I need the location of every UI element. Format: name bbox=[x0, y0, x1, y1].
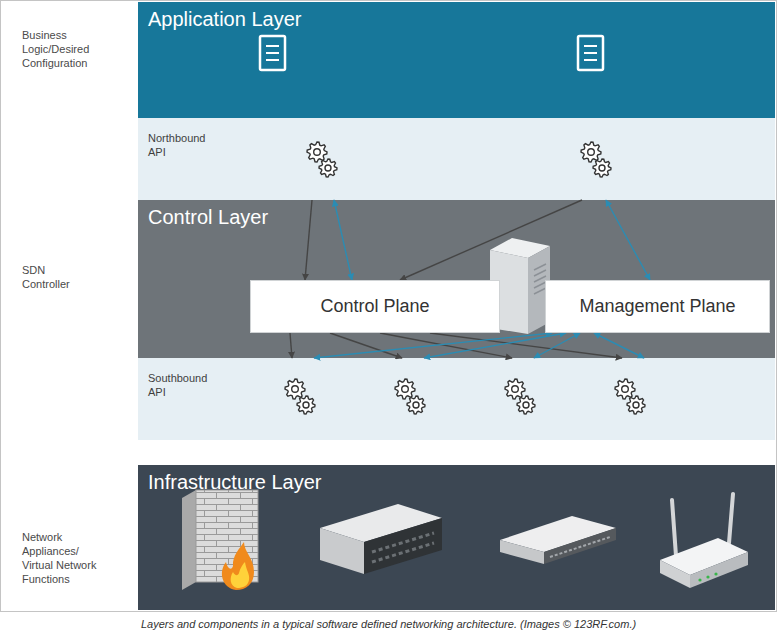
api-connector bbox=[424, 333, 566, 358]
figure-frame bbox=[1, 1, 777, 612]
rack-switch-icon bbox=[364, 518, 442, 574]
wireless-router-icon bbox=[690, 552, 748, 588]
wireless-router-icon bbox=[660, 494, 748, 588]
gear-outline bbox=[627, 396, 645, 414]
flat-switch-icon bbox=[500, 516, 616, 564]
wireless-router-icon bbox=[698, 578, 701, 581]
gear-outline bbox=[297, 396, 315, 414]
document-icon bbox=[266, 46, 279, 60]
gear-outline bbox=[593, 159, 611, 177]
rack-switch-icon bbox=[372, 533, 434, 562]
layer-title: Application Layer bbox=[148, 8, 301, 31]
gear-hub bbox=[325, 165, 331, 171]
gear-hub bbox=[523, 402, 529, 408]
flat-switch-icon bbox=[550, 537, 610, 557]
plane-box: Management Plane bbox=[545, 280, 770, 333]
southbound-band bbox=[138, 358, 775, 440]
plane-title: Management Plane bbox=[579, 296, 735, 317]
layer-side-label: Business Logic/Desired Configuration bbox=[22, 28, 110, 70]
api-band: Northbound API bbox=[138, 118, 775, 200]
wireless-router-icon bbox=[660, 560, 690, 588]
layer-side-label: Network Appliances/ Virtual Network Func… bbox=[22, 530, 110, 586]
gear-outline bbox=[505, 379, 525, 399]
gear-hub bbox=[413, 402, 419, 408]
api-connector bbox=[334, 200, 352, 280]
flat-switch-icon bbox=[500, 540, 544, 564]
rack-switch-icon bbox=[320, 504, 442, 574]
gear-pair bbox=[615, 379, 645, 414]
plane-title: Control Plane bbox=[320, 296, 429, 317]
gear-hub bbox=[402, 386, 409, 393]
gear-hub bbox=[314, 149, 321, 156]
wireless-router-icon bbox=[714, 572, 717, 575]
gear-outline bbox=[319, 159, 337, 177]
api-connector bbox=[330, 333, 402, 358]
gear-outline bbox=[285, 379, 305, 399]
flat-switch-icon bbox=[544, 528, 616, 564]
gear-pair bbox=[285, 379, 315, 414]
firewall-icon bbox=[182, 490, 258, 590]
gear-hub bbox=[588, 149, 595, 156]
document-icon bbox=[260, 36, 285, 70]
api-connector bbox=[290, 333, 292, 358]
gear-outline bbox=[581, 142, 601, 162]
gear-hub bbox=[303, 402, 309, 408]
gear-pair bbox=[505, 379, 535, 414]
gear-pair bbox=[581, 142, 611, 177]
api-connector bbox=[400, 200, 582, 280]
layer-band: Infrastructure Layer bbox=[138, 465, 775, 610]
layer-title: Infrastructure Layer bbox=[148, 471, 321, 494]
gear-hub bbox=[633, 402, 639, 408]
api-band: Southbound API bbox=[138, 358, 775, 440]
gear-hub bbox=[512, 386, 519, 393]
gear-hub bbox=[292, 386, 299, 393]
infrastructure-band bbox=[138, 465, 775, 610]
gear-outline bbox=[407, 396, 425, 414]
gear-hub bbox=[599, 165, 605, 171]
api-connector bbox=[314, 333, 552, 358]
document-icon bbox=[584, 46, 597, 60]
layer-band: Application Layer bbox=[138, 2, 775, 118]
api-connector bbox=[594, 333, 644, 358]
api-connector bbox=[430, 333, 622, 358]
document-icon bbox=[260, 36, 285, 70]
gear-outline bbox=[615, 379, 635, 399]
gear-pair bbox=[307, 142, 337, 177]
firewall-icon bbox=[231, 562, 249, 588]
figure-caption: Layers and components in a typical softw… bbox=[0, 617, 777, 631]
api-connector bbox=[606, 200, 650, 280]
rack-switch-icon bbox=[320, 528, 364, 574]
plane-box: Control Plane bbox=[250, 280, 500, 333]
document-icon bbox=[578, 36, 603, 70]
firewall-icon bbox=[222, 542, 254, 590]
gear-outline bbox=[517, 396, 535, 414]
layer-title: Control Layer bbox=[148, 206, 268, 229]
gear-outline bbox=[395, 379, 415, 399]
layer-side-label: SDN Controller bbox=[22, 263, 92, 291]
wireless-router-icon bbox=[706, 575, 709, 578]
api-label: Northbound API bbox=[148, 131, 220, 159]
api-connector bbox=[305, 200, 312, 280]
gear-pair bbox=[395, 379, 425, 414]
api-connector bbox=[534, 333, 580, 358]
gear-hub bbox=[622, 386, 629, 393]
application-band bbox=[138, 2, 775, 118]
northbound-band bbox=[138, 118, 775, 200]
document-icon bbox=[578, 36, 603, 70]
layer-band: Control LayerControl Plane Management Pla… bbox=[138, 200, 775, 358]
firewall-icon bbox=[182, 490, 196, 590]
api-gears bbox=[285, 142, 645, 414]
api-label: Southbound API bbox=[148, 371, 220, 399]
gear-outline bbox=[307, 142, 327, 162]
control-band bbox=[138, 200, 775, 358]
